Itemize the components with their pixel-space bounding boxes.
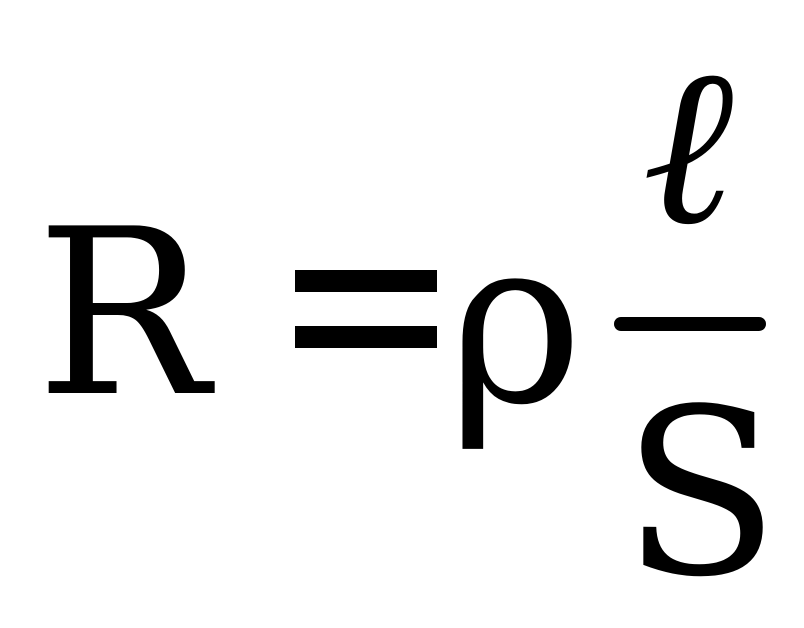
resistance-symbol: R [36, 181, 210, 448]
area-symbol: S [622, 361, 780, 628]
equals-top-bar [295, 270, 437, 292]
length-symbol: ℓ [642, 18, 734, 274]
fraction-bar [614, 317, 766, 331]
equals-bottom-bar [295, 326, 437, 348]
resistivity-symbol: ρ [448, 189, 584, 456]
